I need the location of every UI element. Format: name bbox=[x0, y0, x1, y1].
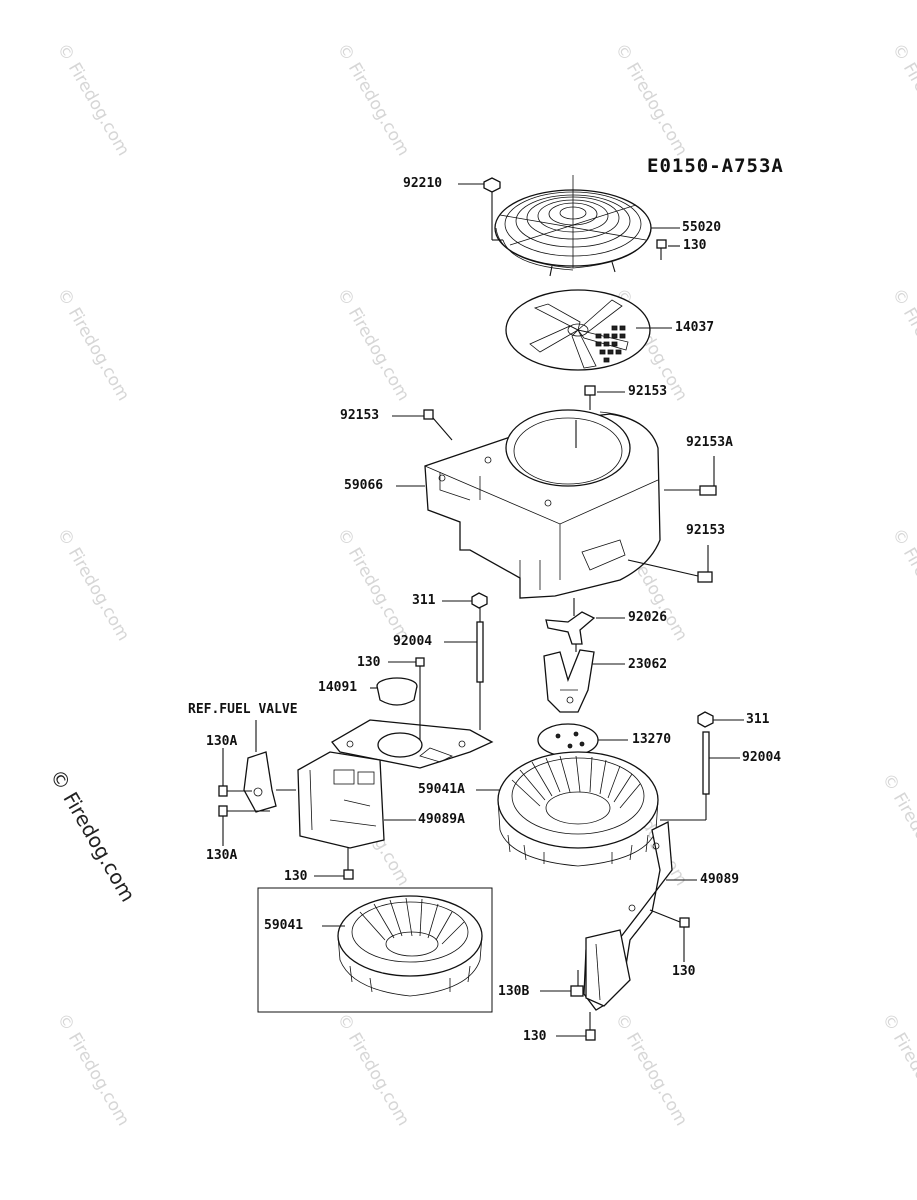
label-92153A: 92153A bbox=[686, 435, 733, 450]
label-92004: 92004 bbox=[393, 634, 433, 649]
label-59041: 59041 bbox=[264, 918, 304, 933]
label-311: 311 bbox=[746, 712, 770, 727]
label-130B: 130B bbox=[498, 984, 530, 999]
bolt-92153-top bbox=[584, 385, 625, 410]
bracket-left-plate bbox=[331, 719, 494, 769]
bolt-92153-right bbox=[627, 545, 713, 583]
stud-92004-right bbox=[660, 731, 740, 821]
stud-92004-left bbox=[444, 621, 484, 730]
label-49089: 49089 bbox=[700, 872, 740, 887]
blower-housing-shroud bbox=[396, 409, 661, 599]
bolt-92153A bbox=[664, 456, 717, 496]
label-14037: 14037 bbox=[675, 320, 715, 335]
label-ref-fuel-valve: REF.FUEL VALVE bbox=[188, 702, 298, 717]
fan-cover-plate bbox=[505, 289, 672, 371]
label-311: 311 bbox=[412, 593, 436, 608]
label-59041A: 59041A bbox=[418, 782, 465, 797]
label-130A: 130A bbox=[206, 848, 238, 863]
bracket-92026 bbox=[545, 598, 625, 645]
label-59066: 59066 bbox=[344, 478, 384, 493]
label-130A: 130A bbox=[206, 734, 238, 749]
plate-13270 bbox=[537, 723, 628, 757]
diagram-id: E0150-A753A bbox=[647, 155, 784, 177]
flywheel-59041A bbox=[476, 751, 659, 867]
label-13270: 13270 bbox=[632, 732, 672, 747]
bolt-130B bbox=[540, 970, 584, 997]
label-92153: 92153 bbox=[686, 523, 726, 538]
label-92153: 92153 bbox=[628, 384, 668, 399]
label-130: 130 bbox=[683, 238, 707, 253]
vent-grid bbox=[595, 325, 626, 363]
label-14091: 14091 bbox=[318, 680, 358, 695]
bolt-130-top bbox=[656, 239, 680, 260]
bolt-92153-left bbox=[392, 409, 453, 441]
bolt-130-right bbox=[649, 909, 690, 962]
label-130: 130 bbox=[284, 869, 308, 884]
label-92153: 92153 bbox=[340, 408, 380, 423]
bolt-130-cup bbox=[388, 657, 425, 740]
cup-14091 bbox=[370, 677, 418, 706]
bolt-130A-lower bbox=[218, 805, 270, 846]
bracket-23062 bbox=[543, 644, 625, 713]
label-92026: 92026 bbox=[628, 610, 668, 625]
nut-311-right bbox=[697, 711, 744, 728]
shield-49089 bbox=[583, 820, 697, 1011]
label-92004: 92004 bbox=[742, 750, 782, 765]
bolt-130-lower-left bbox=[314, 848, 354, 880]
fan-guard-screen bbox=[492, 175, 652, 277]
label-130: 130 bbox=[523, 1029, 547, 1044]
bolt-130A-upper bbox=[218, 748, 252, 797]
nut-311-left bbox=[442, 592, 488, 622]
shield-49089A bbox=[297, 751, 416, 849]
label-130: 130 bbox=[672, 964, 696, 979]
label-23062: 23062 bbox=[628, 657, 668, 672]
label-55020: 55020 bbox=[682, 220, 722, 235]
nut-92210 bbox=[458, 177, 501, 240]
label-130: 130 bbox=[357, 655, 381, 670]
bolt-130-bottom bbox=[556, 1012, 596, 1041]
label-92210: 92210 bbox=[403, 176, 443, 191]
fuel-valve-bracket bbox=[243, 720, 296, 813]
label-49089A: 49089A bbox=[418, 812, 465, 827]
alternate-flywheel-box bbox=[257, 887, 493, 1013]
